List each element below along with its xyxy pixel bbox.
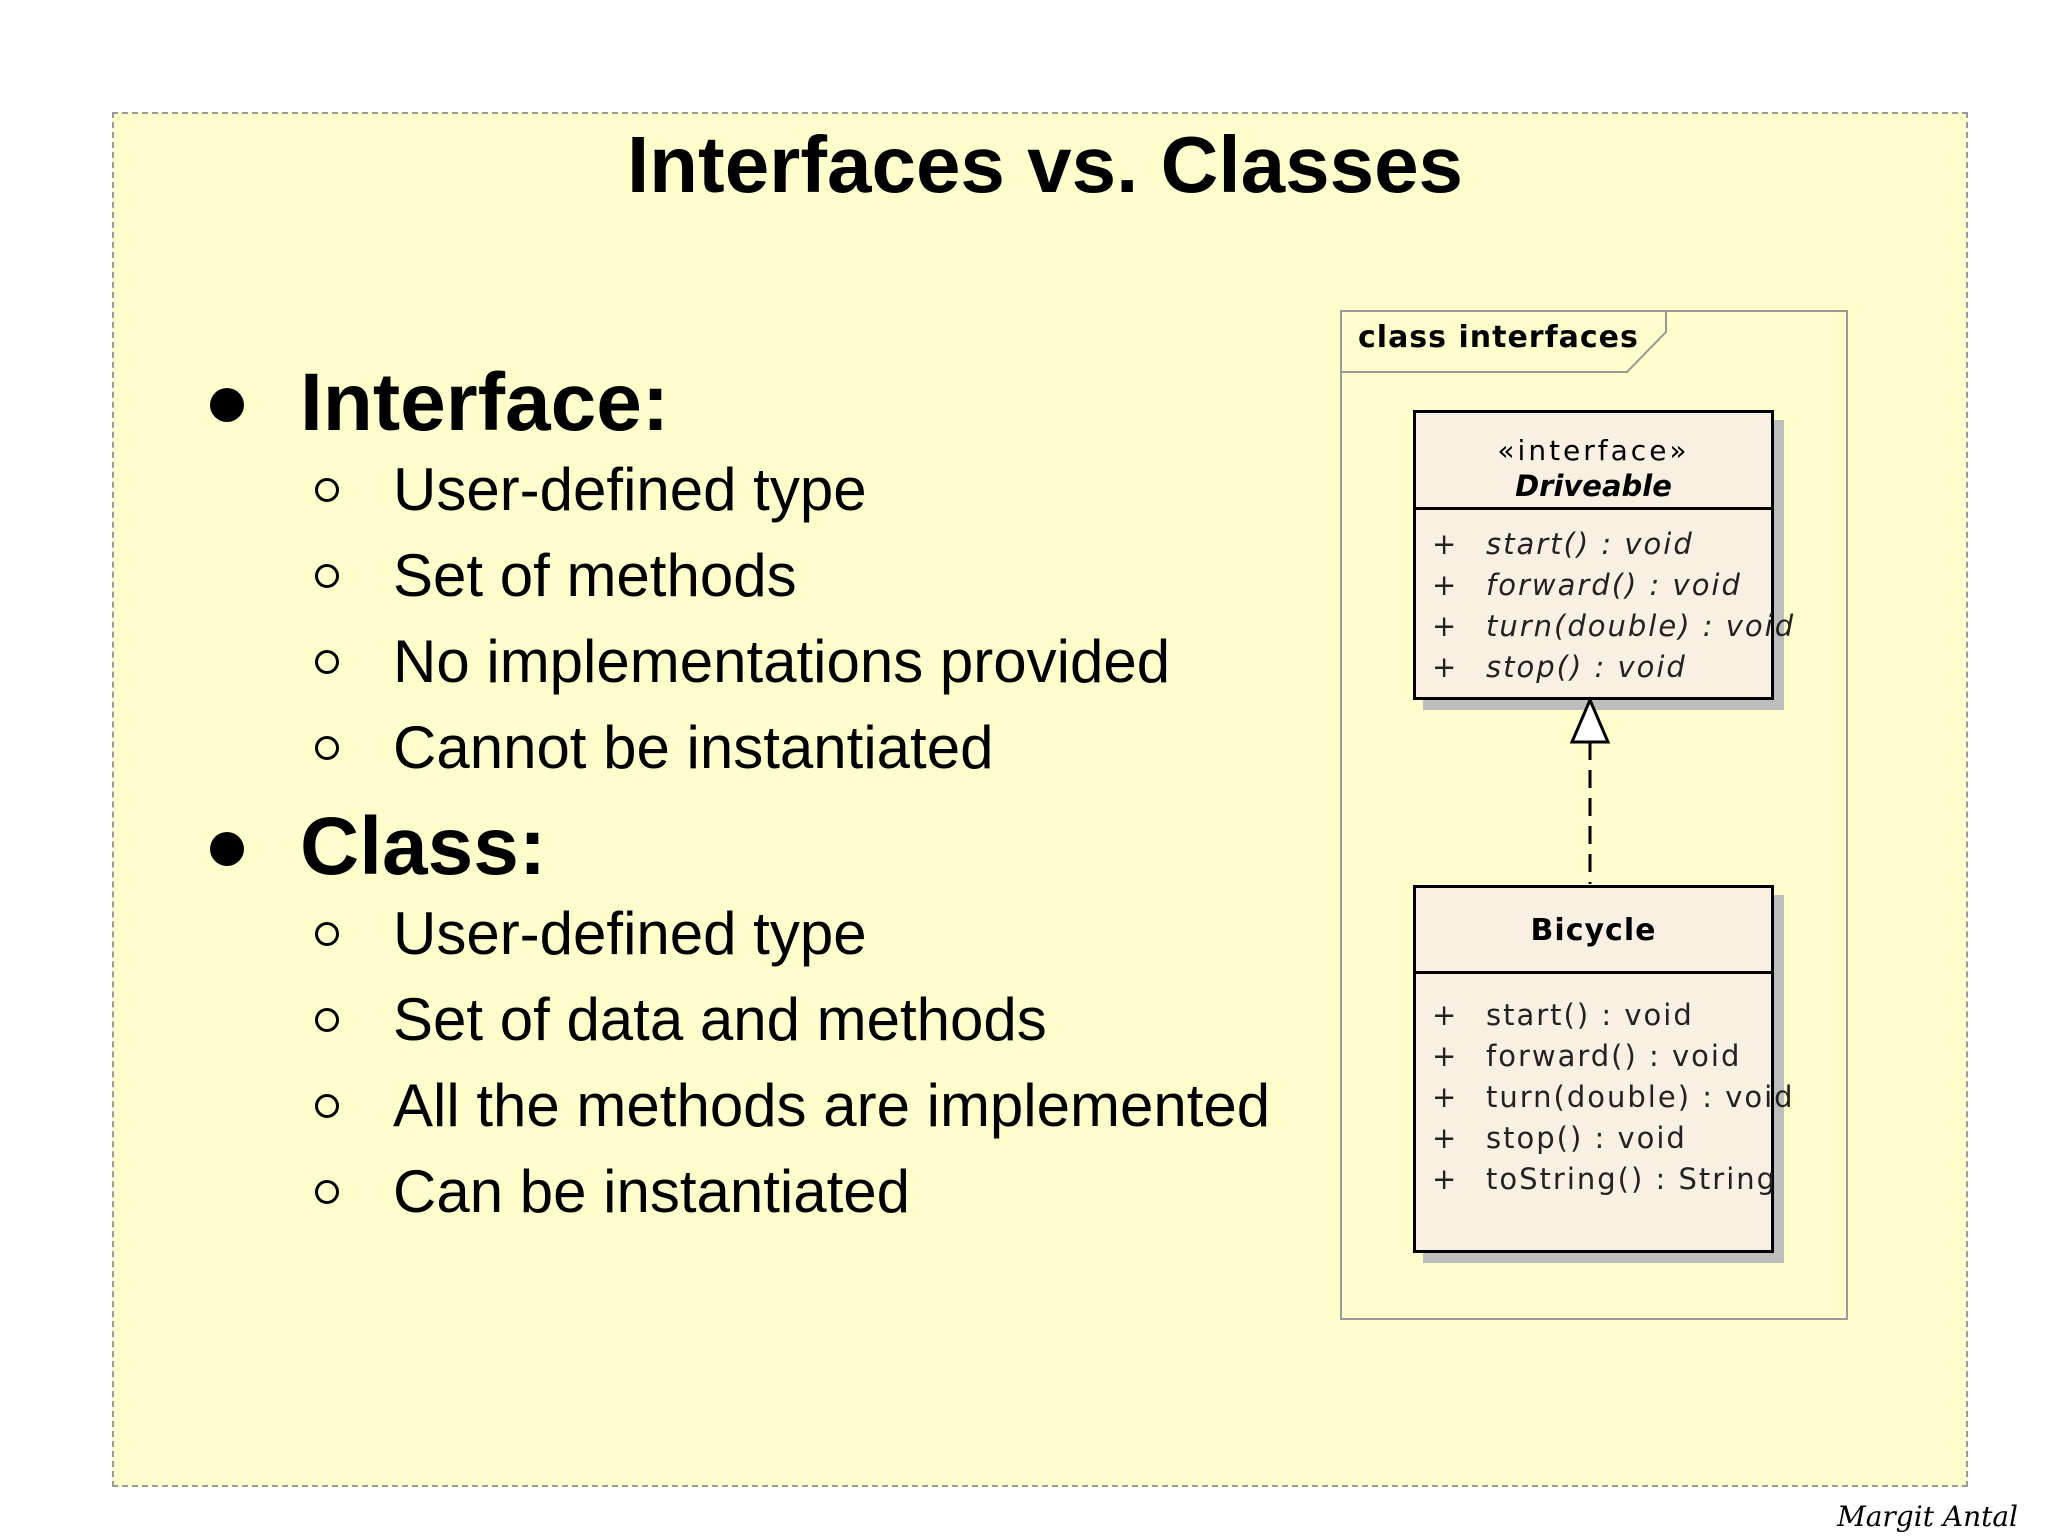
class-method: +toString() : String: [1432, 1162, 1778, 1196]
sub-bullet: [315, 736, 339, 760]
sub-bullet: [315, 478, 339, 502]
sub-bullet: [315, 1094, 339, 1118]
interface-stereotype: «interface»: [1497, 434, 1690, 467]
interface-name: Driveable: [1515, 469, 1672, 503]
interface-method: +stop() : void: [1432, 650, 1687, 684]
class-method: +stop() : void: [1432, 1121, 1687, 1155]
slide-background: [112, 112, 1968, 1487]
class-item: Set of data and methods: [393, 986, 1047, 1053]
realization-arrow: [1569, 696, 1611, 884]
interface-method: +start() : void: [1432, 527, 1694, 561]
interface-item: No implementations provided: [393, 628, 1171, 695]
class-item: User-defined type: [393, 900, 867, 967]
class-item: Can be instantiated: [393, 1158, 911, 1225]
class-uml-box: Bicycle +start() : void +forward() : voi…: [1413, 885, 1793, 1253]
class-heading: Class:: [300, 801, 547, 892]
bullet-dot: [210, 388, 244, 422]
class-method: +turn(double) : void: [1432, 1080, 1795, 1114]
interface-uml-box: «interface» Driveable +start() : void +f…: [1413, 410, 1793, 700]
frame-label: class interfaces: [1358, 320, 1639, 355]
class-method: +start() : void: [1432, 998, 1694, 1032]
class-item: All the methods are implemented: [393, 1072, 1271, 1139]
interface-item: Cannot be instantiated: [393, 714, 994, 781]
bullet-dot: [210, 832, 244, 866]
interface-heading: Interface:: [300, 357, 670, 448]
slide-title: Interfaces vs. Classes: [626, 120, 1464, 209]
interface-method: +turn(double) : void: [1432, 609, 1796, 643]
sub-bullet: [315, 564, 339, 588]
interface-method: +forward() : void: [1432, 568, 1742, 602]
interface-item: Set of methods: [393, 542, 797, 609]
sub-bullet: [315, 1008, 339, 1032]
frame-label-tab: [1340, 310, 1667, 373]
class-name: Bicycle: [1530, 913, 1657, 948]
sub-bullet: [315, 1180, 339, 1204]
class-method: +forward() : void: [1432, 1039, 1742, 1073]
class-uml-header: Bicycle: [1416, 888, 1771, 974]
sub-bullet: [315, 650, 339, 674]
uml-frame: [1340, 310, 1848, 1320]
interface-uml-header: «interface» Driveable: [1416, 413, 1771, 510]
sub-bullet: [315, 922, 339, 946]
interface-item: User-defined type: [393, 456, 867, 523]
author-signature: Margit Antal: [1837, 1500, 2018, 1533]
